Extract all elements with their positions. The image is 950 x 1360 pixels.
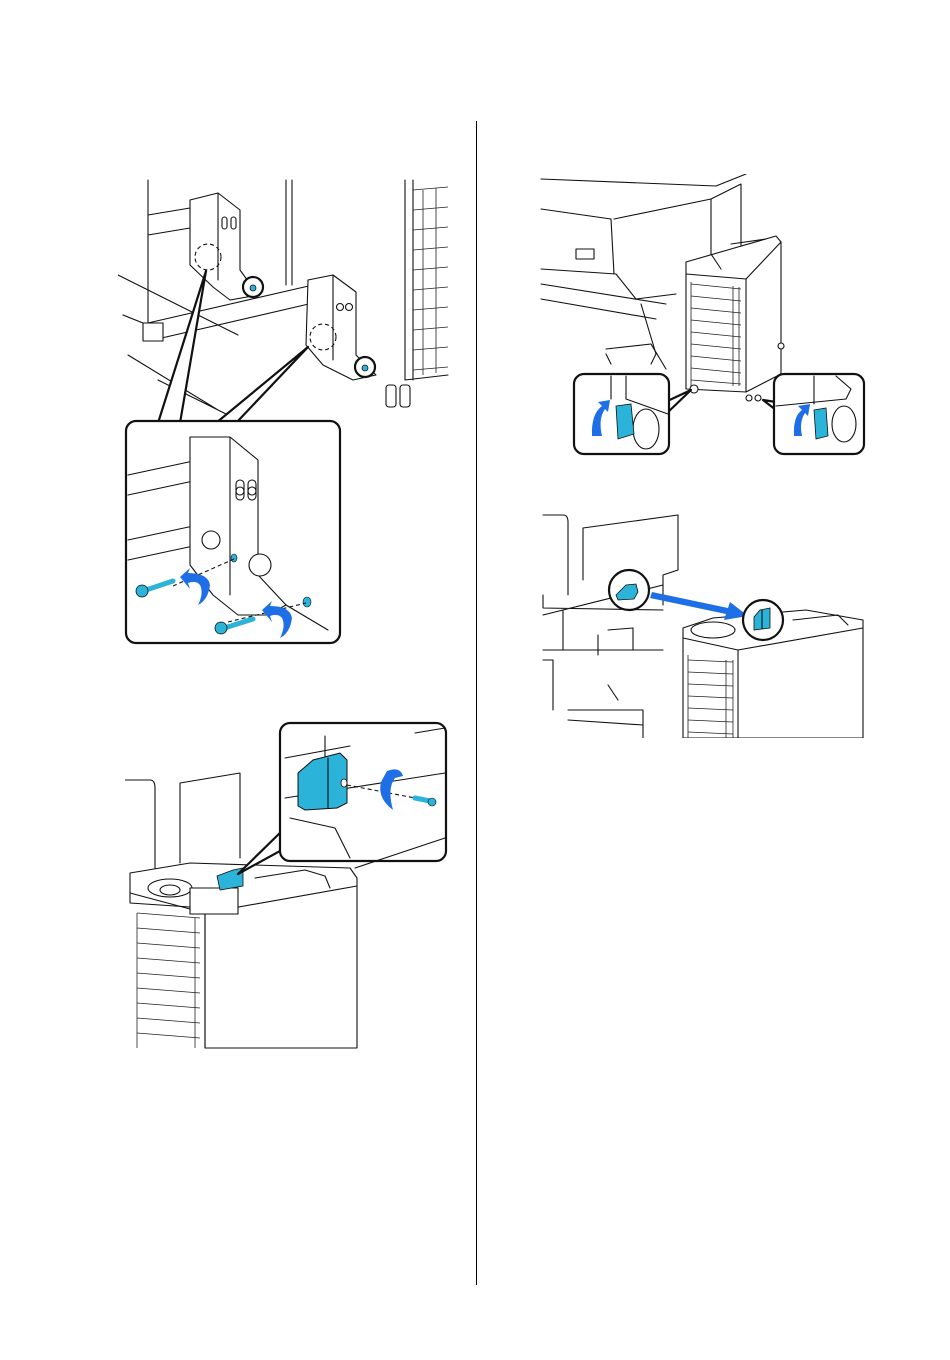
rotate-arrow-icon	[793, 404, 810, 436]
caster-lock-callout-right	[772, 372, 866, 456]
screw-icon	[214, 616, 256, 635]
illustration-move-spacer	[538, 510, 868, 738]
column-divider	[476, 121, 477, 1285]
screw-hole-icon	[302, 596, 312, 608]
screw-icon	[135, 578, 176, 598]
illustration-cabinet-spacer	[125, 718, 450, 1050]
screw-hole-icon	[230, 553, 238, 563]
rotate-arrow-icon	[180, 568, 210, 605]
screw-icon	[412, 795, 437, 807]
illustration-stand-brackets	[118, 175, 458, 645]
caster-lock-icon	[615, 403, 635, 440]
move-arrow-icon	[650, 592, 748, 620]
spacer-part-icon	[216, 867, 244, 891]
rotate-arrow-icon	[262, 601, 292, 638]
rotate-arrow-icon	[380, 769, 403, 810]
spacer-part-icon	[615, 583, 639, 601]
caster-lock-icon	[813, 407, 829, 440]
caster-lock-callout-left	[572, 372, 671, 456]
illustration-caster-locks	[536, 174, 868, 458]
spacer-part-icon	[297, 752, 348, 811]
rotate-arrow-icon	[591, 400, 610, 436]
